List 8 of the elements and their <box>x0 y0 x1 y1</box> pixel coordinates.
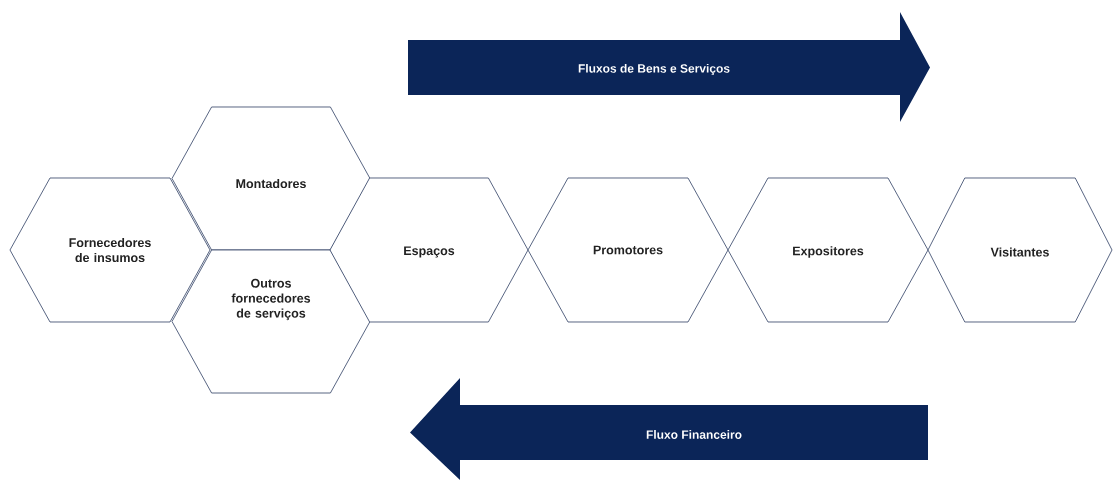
hexagon: Espaços <box>329 177 529 323</box>
node-label: Visitantes <box>990 247 1049 257</box>
hexagon: Expositores <box>727 177 929 323</box>
hexagon: Outros fornecedores de serviços <box>171 249 371 394</box>
hexagon: Montadores <box>171 106 371 251</box>
hexagon: Promotores <box>527 177 729 323</box>
hexagon: Visitantes <box>927 177 1113 323</box>
hexagon: Fornecedores de insumos <box>9 177 211 323</box>
